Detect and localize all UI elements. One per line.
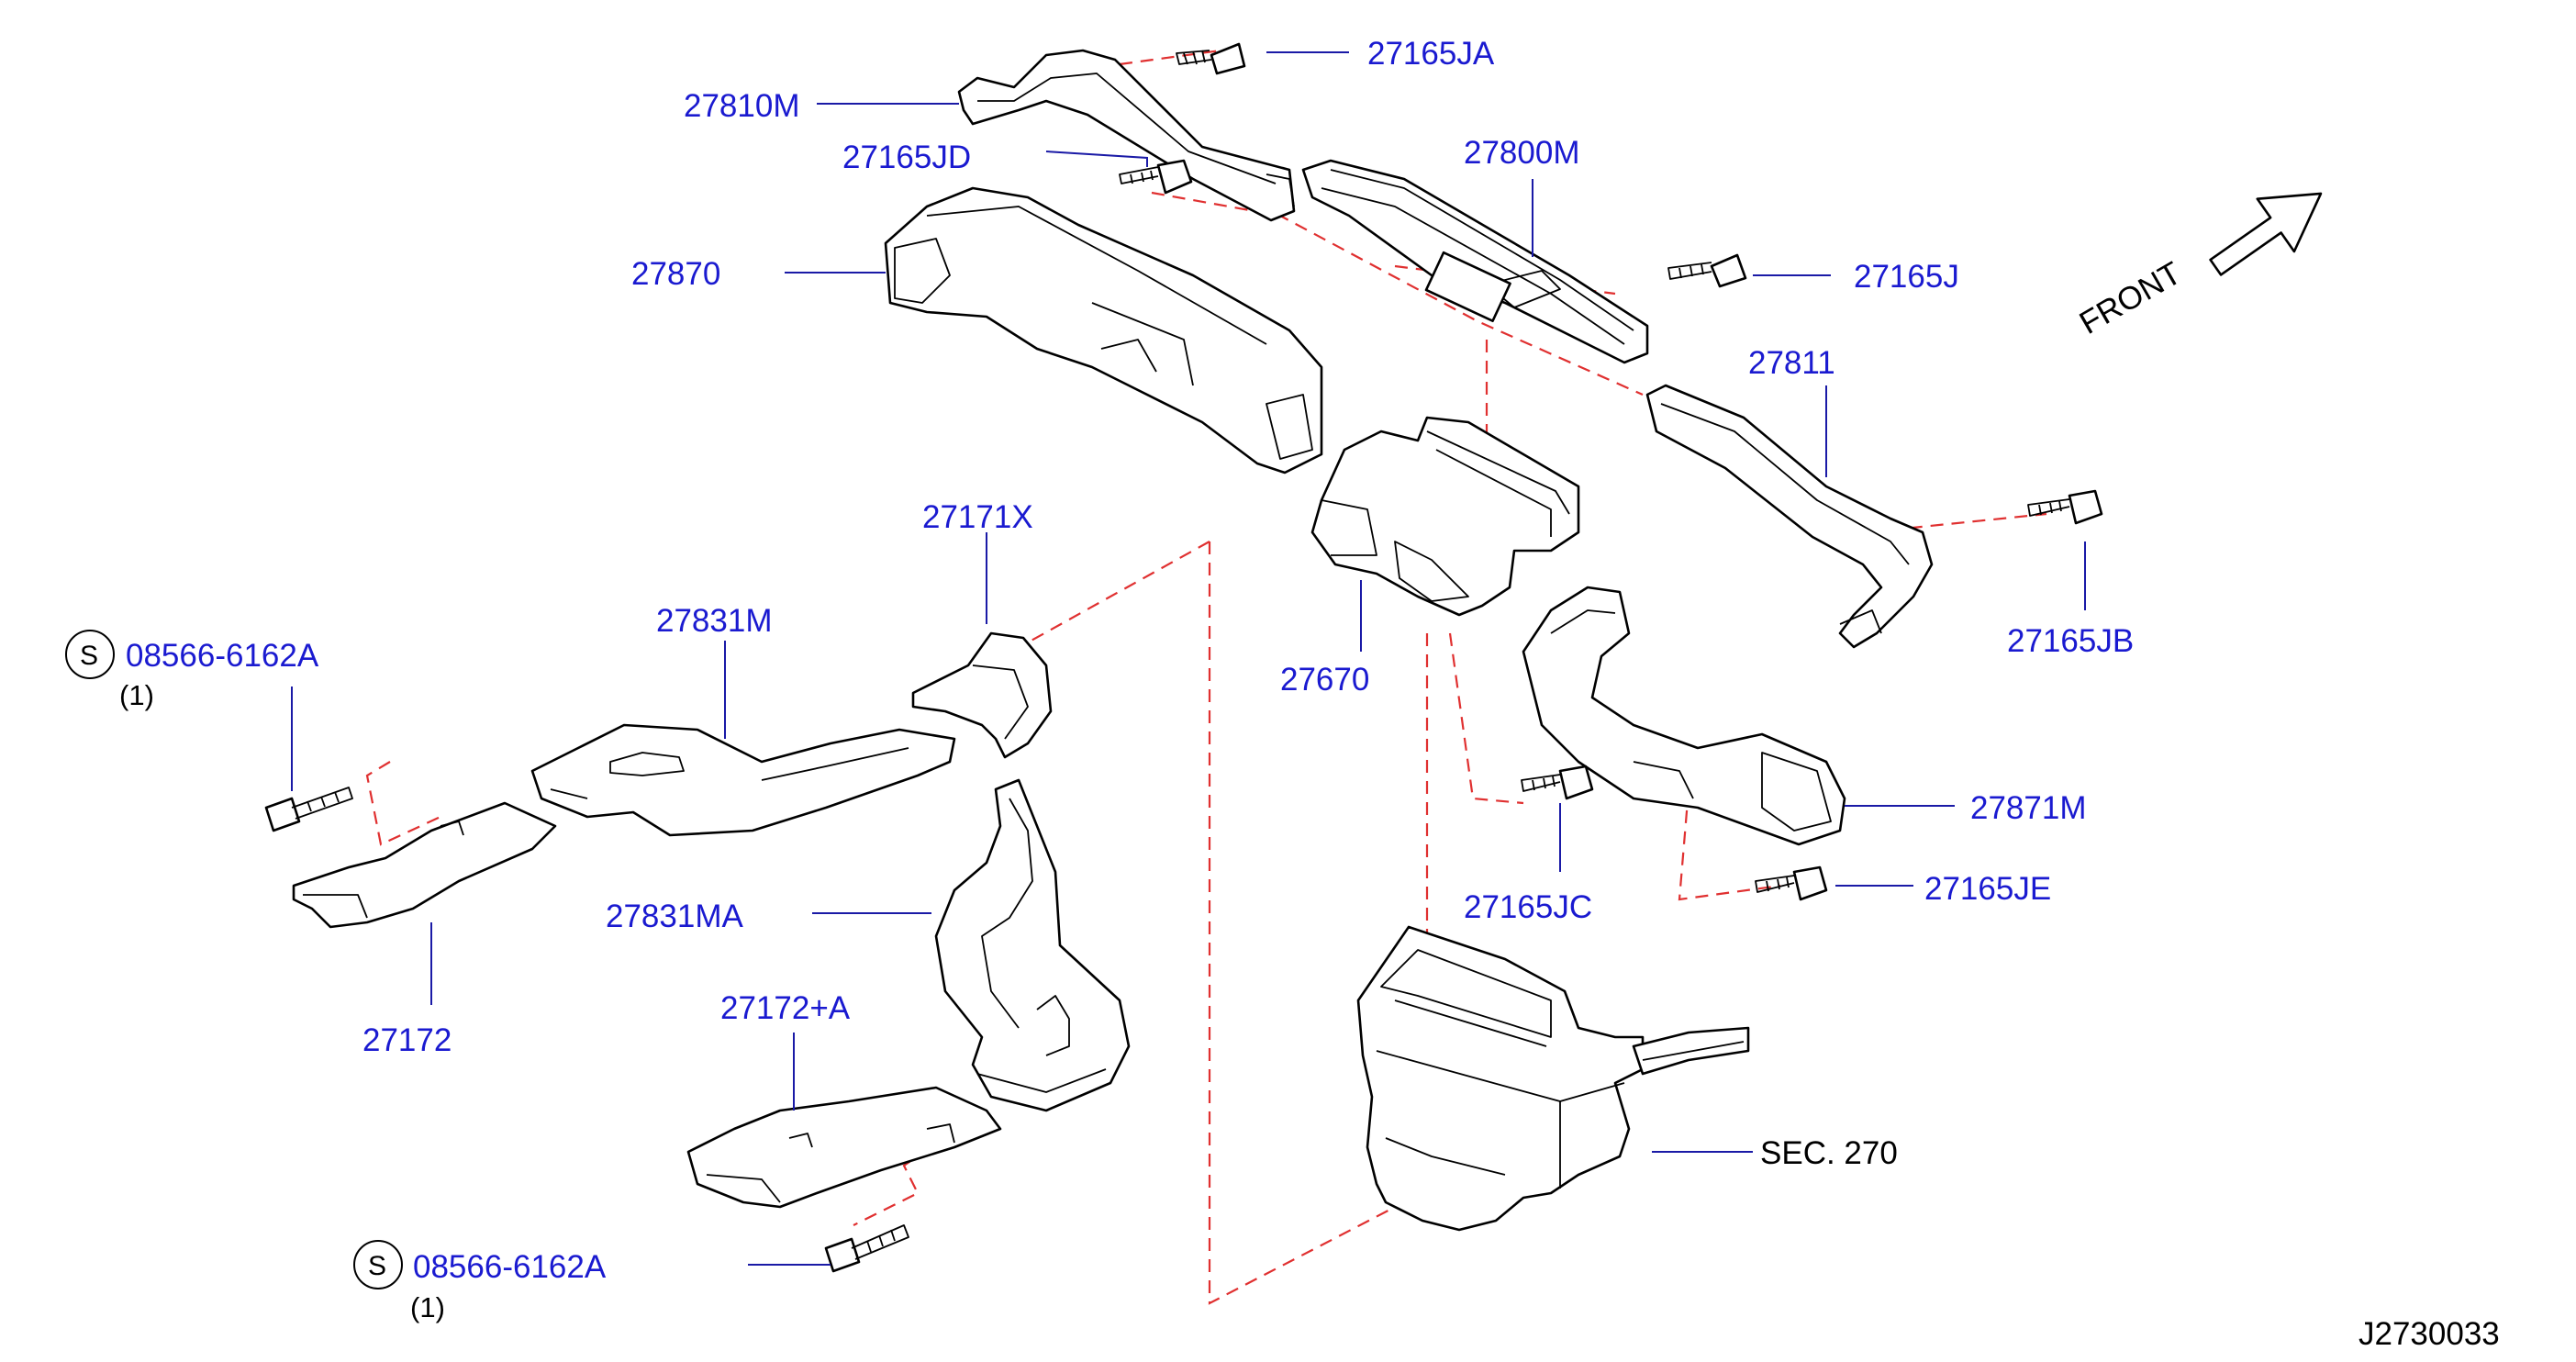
part-27870-duct[interactable]	[884, 186, 1323, 474]
label-sec270[interactable]: SEC. 270	[1760, 1135, 1898, 1171]
front-label: FRONT	[2074, 255, 2188, 341]
assembly-dashed-lines	[365, 49, 2047, 1305]
label-27172[interactable]: 27172	[362, 1022, 452, 1058]
qty-top: (1)	[119, 679, 154, 711]
part-sec270-heater-unit[interactable]	[1356, 925, 1750, 1232]
label-08566-6162A-bottom[interactable]: 08566-6162A	[413, 1249, 607, 1285]
svg-text:S: S	[80, 641, 98, 671]
label-27800M[interactable]: 27800M	[1464, 135, 1579, 171]
screw-08566-6162A-bottom[interactable]	[824, 1224, 909, 1273]
label-27831MA[interactable]: 27831MA	[606, 899, 743, 934]
screw-27165JA[interactable]	[1176, 42, 1246, 75]
svg-text:S: S	[368, 1251, 386, 1281]
label-27831M[interactable]: 27831M	[656, 603, 772, 639]
label-27871M[interactable]: 27871M	[1970, 790, 2086, 826]
part-27871M-duct[interactable]	[1522, 586, 1846, 846]
label-27172A[interactable]: 27172+A	[720, 990, 851, 1026]
label-27810M[interactable]: 27810M	[684, 88, 799, 124]
front-arrow-icon	[2209, 192, 2323, 276]
label-27165J[interactable]: 27165J	[1854, 259, 1959, 295]
screw-27165JD[interactable]	[1119, 159, 1193, 195]
label-27165JB[interactable]: 27165JB	[2007, 623, 2134, 659]
part-27811-duct[interactable]	[1645, 384, 1934, 649]
label-27165JC[interactable]: 27165JC	[1464, 889, 1592, 925]
screw-27165JB[interactable]	[2027, 489, 2103, 525]
qty-bottom: (1)	[410, 1291, 445, 1323]
label-08566-6162A-top[interactable]: 08566-6162A	[126, 638, 319, 674]
label-27165JA[interactable]: 27165JA	[1367, 36, 1495, 72]
part-27172-bracket[interactable]	[292, 801, 557, 929]
label-27870[interactable]: 27870	[631, 256, 720, 292]
part-labels: 27165JA 27810M 27165JD 27800M 27870 2716…	[119, 36, 2500, 1352]
part-27810M-duct[interactable]	[957, 49, 1296, 222]
part-27670-duct[interactable]	[1310, 416, 1580, 617]
label-27171X[interactable]: 27171X	[922, 499, 1033, 535]
part-27171X-bracket[interactable]	[911, 631, 1053, 759]
screw-27165J[interactable]	[1667, 253, 1747, 288]
part-27831M-duct[interactable]	[530, 723, 956, 837]
part-27831MA-duct[interactable]	[934, 778, 1131, 1112]
s-symbol-top: S	[65, 630, 115, 679]
screw-27165JE[interactable]	[1755, 865, 1828, 901]
part-27800M-vent[interactable]	[1301, 159, 1649, 364]
part-27172A-bracket[interactable]	[686, 1086, 1002, 1209]
label-27811[interactable]: 27811	[1748, 345, 1835, 381]
leader-lines	[291, 51, 2086, 1266]
screw-27165JC[interactable]	[1521, 765, 1594, 800]
label-27165JD[interactable]: 27165JD	[842, 140, 971, 175]
s-symbol-bottom: S	[353, 1240, 403, 1289]
screw-08566-6162A-top[interactable]	[264, 787, 353, 832]
label-27670[interactable]: 27670	[1280, 662, 1369, 698]
label-27165JE[interactable]: 27165JE	[1924, 871, 2051, 907]
diagram-id: J2730033	[2359, 1316, 2500, 1352]
